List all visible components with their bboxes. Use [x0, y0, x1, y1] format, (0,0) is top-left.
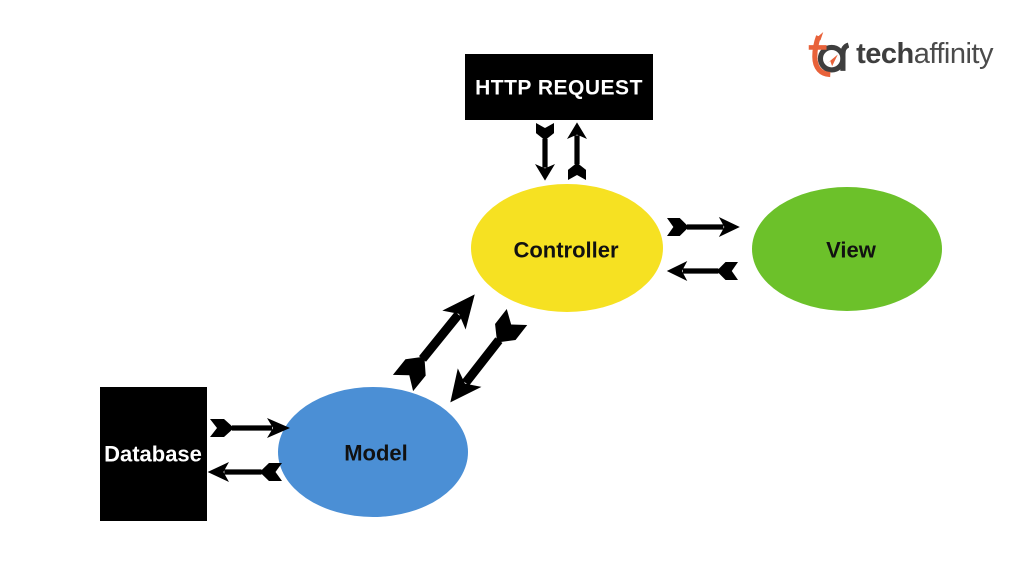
- model-ellipse: [278, 387, 468, 517]
- database-label: Database: [104, 442, 202, 467]
- controller-ellipse: [471, 184, 663, 312]
- logo-text-tech: tech: [856, 37, 914, 70]
- logo-text-affinity: affinity: [913, 37, 994, 70]
- http-request-label: HTTP REQUEST: [475, 77, 643, 100]
- arrow-database-to-model: [210, 418, 290, 438]
- view-ellipse: [752, 187, 942, 311]
- database-box: [100, 387, 207, 521]
- arrow-http-to-controller: [535, 123, 555, 181]
- view-label: View: [826, 238, 877, 263]
- arrow-model-to-database: [207, 462, 282, 482]
- http-request-box: [465, 54, 653, 120]
- arrow-view-to-controller: [666, 261, 738, 281]
- arrow-controller-to-http: [567, 122, 587, 180]
- model-label: Model: [344, 441, 408, 466]
- techaffinity-logo-mark: [808, 32, 850, 78]
- arrow-controller-to-view: [667, 217, 740, 237]
- techaffinity-logo-text: techaffinity: [856, 37, 994, 70]
- techaffinity-logo: techaffinity: [805, 30, 994, 78]
- controller-label: Controller: [513, 238, 619, 263]
